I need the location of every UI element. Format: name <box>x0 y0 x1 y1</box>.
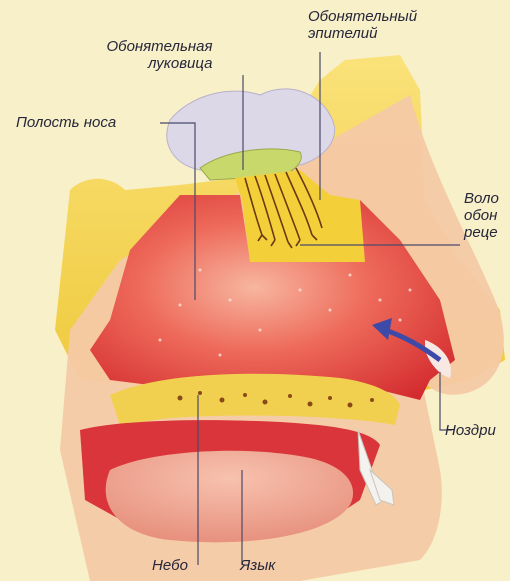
label-olfactory-epithelium: Обонятельный эпителий <box>308 8 417 42</box>
label-palate: Небо <box>152 557 188 574</box>
label-olfactory-bulb: Обонятельная луковица <box>88 38 212 72</box>
label-nostril: Ноздри <box>445 422 496 439</box>
label-receptor-hairs: Воло обон реце <box>464 190 499 241</box>
label-nasal-cavity: Полость носа <box>16 114 116 131</box>
label-tongue: Язык <box>240 557 275 574</box>
